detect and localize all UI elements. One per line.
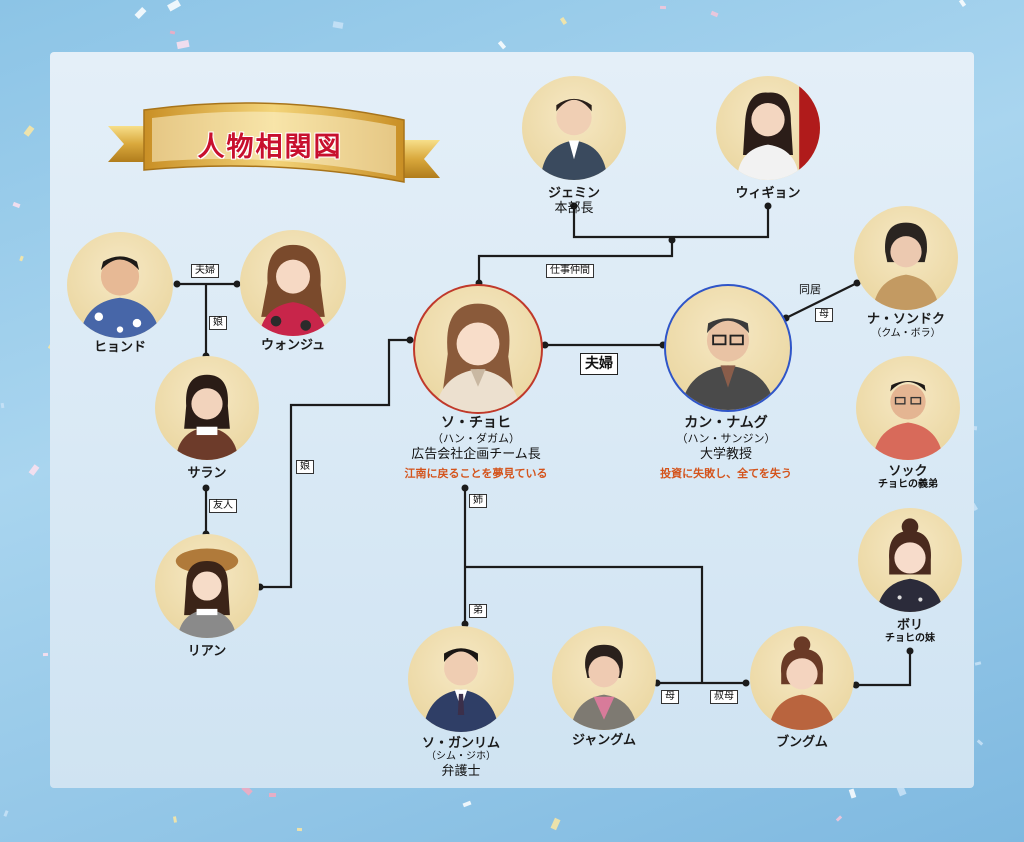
portrait-sondoku	[854, 206, 958, 310]
portrait-jemin	[522, 76, 626, 180]
name-chohi: ソ・チョヒ	[441, 415, 511, 431]
portrait-saran	[155, 356, 259, 460]
name-jemin: ジェミン	[547, 186, 600, 201]
tag-saran-rian: 友人	[209, 499, 237, 513]
name-namugu: カン・ナムグ	[684, 415, 768, 431]
tag-chohi-namugu: 夫婦	[580, 353, 618, 375]
portrait-chohi	[413, 284, 543, 414]
tag-chohi-sister: 姉	[469, 494, 487, 508]
portrait-wonju	[240, 230, 346, 336]
name-saran: サラン	[187, 466, 227, 481]
tag-rian-chohi: 娘	[296, 460, 314, 474]
name-bori: ボリ	[896, 618, 923, 633]
name-bungumu: ブングム	[776, 735, 828, 750]
tag-chohi-work: 仕事仲間	[546, 264, 594, 278]
role-namugu: 大学教授	[699, 447, 752, 462]
page-title: 人物相関図	[197, 132, 343, 163]
role-ganrimu: 弁護士	[441, 764, 481, 779]
role-jemin: 本部長	[554, 201, 594, 216]
portrait-bori	[858, 508, 962, 612]
name-rian: リアン	[187, 644, 227, 659]
portrait-bungumu	[750, 626, 854, 730]
portrait-jangumu	[552, 626, 656, 730]
portrait-namugu	[664, 284, 792, 412]
line-bungumu-bori	[856, 651, 912, 687]
actor-namugu: （ハン・サンジン）	[676, 432, 776, 445]
tag-namugu-sondoku-live: 同居	[799, 283, 821, 296]
actor-ganrimu: （シム・ジホ）	[426, 751, 496, 762]
line-chohi-aunts	[465, 565, 704, 683]
name-ganrimu: ソ・ガンリム	[421, 736, 500, 751]
name-uigyon: ウィギョン	[735, 186, 801, 201]
tag-hyondo-wonju: 夫婦	[191, 264, 219, 278]
note-namugu: 投資に失敗し、全てを失う	[660, 467, 792, 480]
tag-hyondo-saran: 娘	[209, 316, 227, 330]
tag-bungumu-aunt: 叔母	[710, 690, 738, 704]
title-banner	[108, 102, 440, 183]
role-sokku: チョヒの義弟	[878, 479, 938, 490]
role-bori: チョヒの妹	[885, 633, 935, 644]
note-chohi: 江南に戻ることを夢見ている	[404, 467, 548, 480]
portrait-ganrimu	[408, 626, 514, 732]
line-rian-chohi	[260, 338, 410, 589]
portrait-uigyon	[716, 76, 820, 180]
role-chohi: 広告会社企画チーム長	[411, 447, 541, 462]
name-sondoku: ナ・ソンドク	[866, 312, 945, 327]
line-namugu-sondoku	[785, 282, 858, 319]
tag-ganrimu-brother: 弟	[469, 604, 487, 618]
portrait-sokku	[856, 356, 960, 460]
line-work-chohi	[477, 237, 674, 283]
tag-namugu-sondoku-mother: 母	[815, 308, 833, 322]
portrait-rian	[155, 534, 259, 638]
name-jangumu: ジャングム	[571, 733, 637, 748]
name-wonju: ウォンジュ	[260, 338, 326, 353]
portrait-hyondo	[67, 232, 173, 338]
actor-chohi: （ハン・ダガム）	[432, 432, 520, 445]
tag-jangumu-mother: 母	[661, 690, 679, 704]
actor-sondoku: （クム・ボラ）	[871, 328, 941, 339]
name-hyondo: ヒョンド	[93, 340, 146, 355]
name-sokku: ソック	[888, 464, 928, 479]
